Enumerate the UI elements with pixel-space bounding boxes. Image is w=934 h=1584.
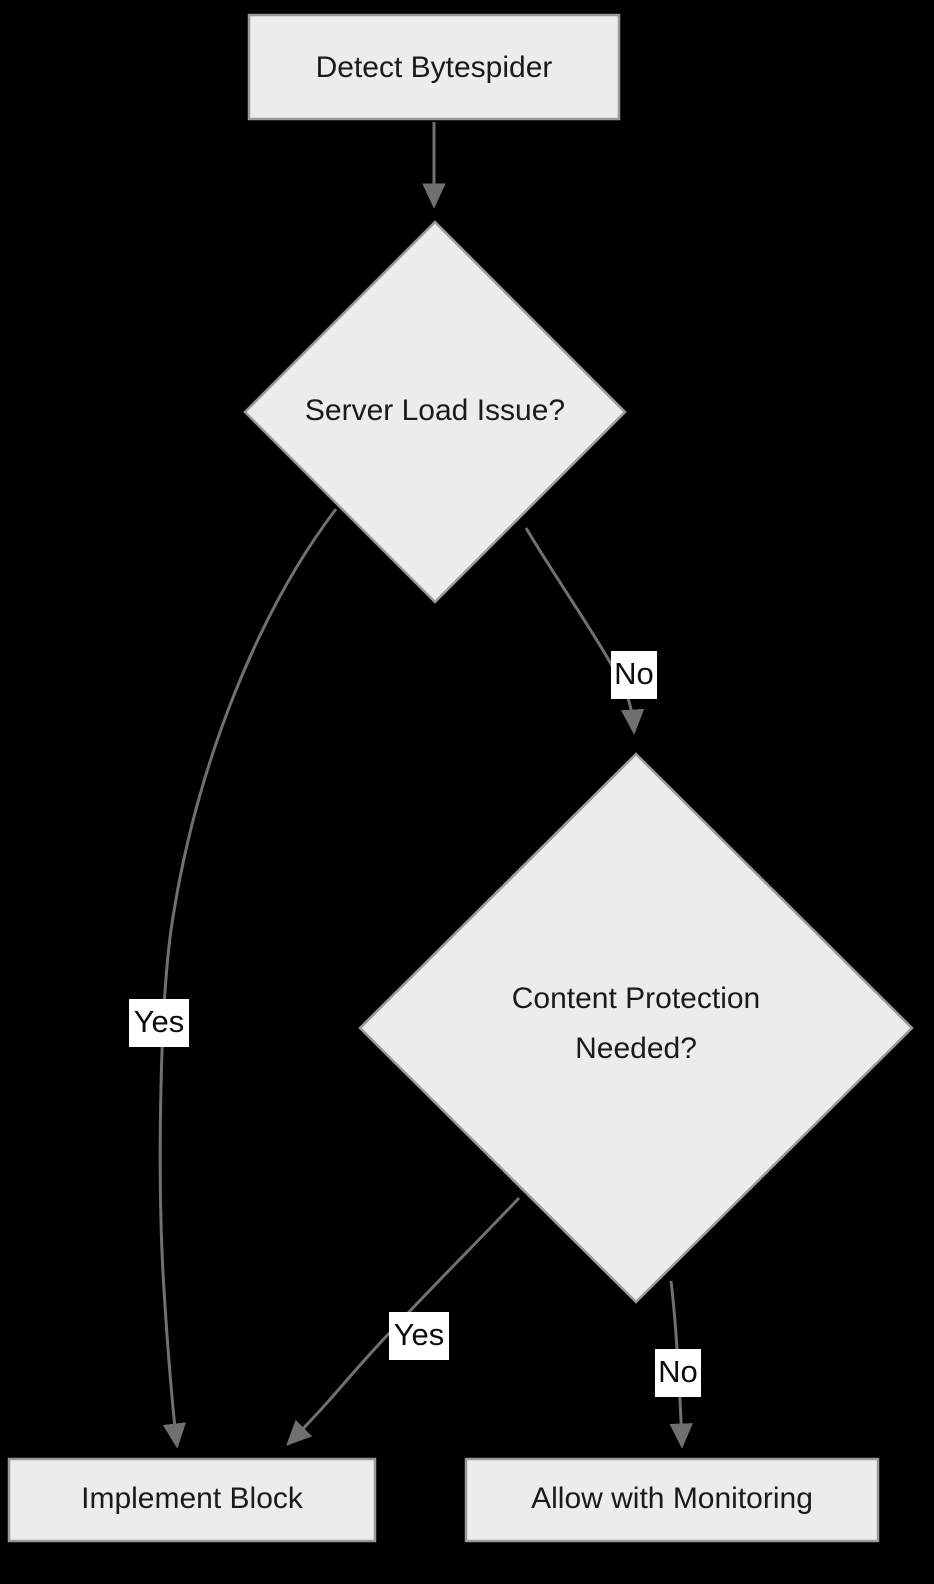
- node-detect-bytespider[interactable]: Detect Bytespider: [247, 13, 621, 121]
- edge-label-load-to-content-no: No: [611, 651, 657, 699]
- edge-label-content-to-block-yes: Yes: [389, 1312, 449, 1360]
- edge-load-to-content-no: [524, 527, 645, 735]
- node-implement-block-label: Implement Block: [81, 1482, 304, 1515]
- node-allow-with-monitoring-label: Allow with Monitoring: [531, 1482, 813, 1515]
- edge-label-content-to-allow-no-text: No: [658, 1354, 698, 1389]
- node-content-protection-needed-label-line1: Content Protection: [512, 982, 760, 1015]
- node-implement-block[interactable]: Implement Block: [7, 1457, 377, 1543]
- node-detect-bytespider-label: Detect Bytespider: [316, 51, 553, 84]
- node-allow-with-monitoring[interactable]: Allow with Monitoring: [464, 1457, 880, 1543]
- edge-label-content-to-allow-no: No: [655, 1349, 701, 1397]
- edge-label-load-to-content-no-text: No: [614, 656, 654, 691]
- node-server-load-issue-label: Server Load Issue?: [305, 394, 565, 427]
- node-server-load-issue[interactable]: Server Load Issue?: [243, 220, 627, 604]
- edge-load-to-block-yes: [158, 508, 338, 1449]
- node-content-protection-needed-label-line2: Needed?: [575, 1032, 697, 1065]
- edge-label-content-to-block-yes-text: Yes: [394, 1317, 445, 1352]
- node-content-protection-needed[interactable]: Content Protection Needed?: [358, 752, 914, 1304]
- edge-label-load-to-block-yes-text: Yes: [134, 1004, 185, 1039]
- edge-label-load-to-block-yes: Yes: [129, 999, 189, 1047]
- edge-content-to-block-yes: [286, 1196, 521, 1446]
